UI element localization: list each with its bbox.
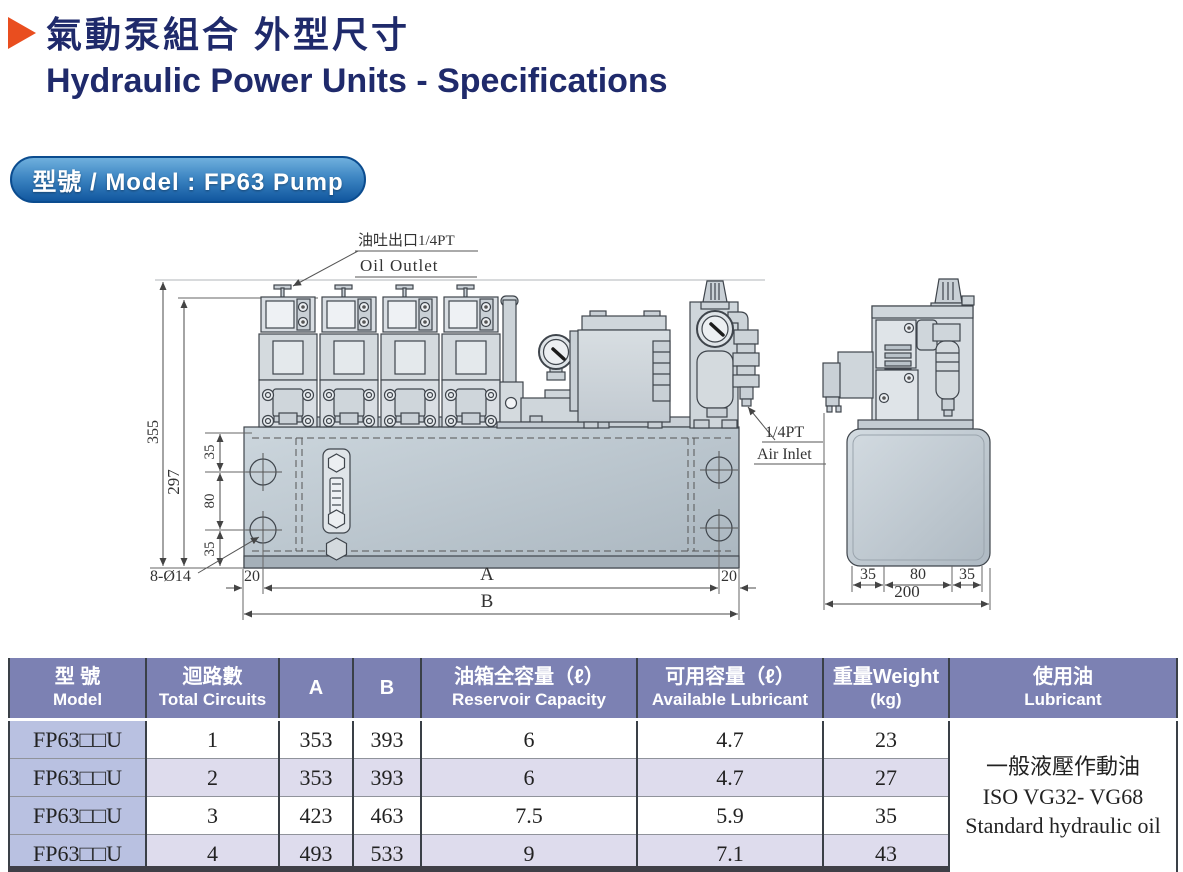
dim-B: B [481, 591, 494, 612]
dim-297: 297 [164, 469, 183, 495]
table-header-row: 型 號 Model 迴路數 Total Circuits A B 油箱全容量（ℓ… [8, 658, 1178, 721]
dim-200: 200 [894, 582, 920, 601]
air-inlet-callout: 1/4PT Air Inlet [747, 406, 826, 465]
cell-a: 423 [278, 796, 354, 835]
dim-A: A [480, 564, 494, 585]
dim-35-bottom: 35 [202, 542, 218, 557]
cell-b: 463 [352, 796, 422, 835]
model-badge: 型號 / Model : FP63 Pump [10, 156, 366, 203]
front-width-dims: 20 A 20 B [226, 541, 756, 620]
air-inlet-label-en: Air Inlet [757, 446, 812, 463]
dim-side-35-left: 35 [860, 566, 876, 583]
cell-a: 353 [278, 719, 354, 759]
cell-a: 493 [278, 834, 354, 872]
section-arrow-icon [8, 17, 36, 49]
cell-circuits: 3 [145, 796, 280, 835]
cell-circuits: 4 [145, 834, 280, 872]
dimension-drawing: 油吐出口1/4PT Oil Outlet 1/4PT Air Inlet 355… [145, 232, 991, 620]
oil-outlet-label-en: Oil Outlet [360, 256, 438, 275]
manifold-and-gauge [496, 295, 610, 429]
air-inlet-label-size: 1/4PT [765, 424, 804, 441]
table-row: FP63□□U 4 493 533 9 7.1 43 [8, 834, 1177, 872]
cell-reservoir: 6 [420, 719, 638, 759]
cell-reservoir: 6 [420, 758, 638, 797]
air-filter-regulator [689, 280, 760, 429]
holes-label: 8-Ø14 [150, 568, 191, 585]
cell-reservoir: 9 [420, 834, 638, 872]
table-bottom-border [8, 866, 948, 872]
cell-reservoir: 7.5 [420, 796, 638, 835]
reservoir-tank-side [846, 428, 991, 567]
dim-20-right: 20 [721, 568, 737, 585]
cell-weight: 43 [822, 834, 950, 872]
cell-available: 5.9 [636, 796, 824, 835]
table-row: FP63□□U 3 423 463 7.5 5.9 35 [8, 796, 1177, 835]
cell-model: FP63□□U [8, 758, 147, 797]
front-height-dims: 355 297 35 80 35 [145, 282, 252, 566]
cell-weight: 23 [822, 719, 950, 759]
oil-outlet-callout: 油吐出口1/4PT Oil Outlet [292, 232, 478, 287]
motor [569, 310, 671, 429]
col-header-reservoir: 油箱全容量（ℓ） Reservoir Capacity [420, 658, 638, 721]
col-header-circuits: 迴路數 Total Circuits [145, 658, 280, 721]
dim-80: 80 [202, 494, 218, 509]
oil-outlet-label-cn: 油吐出口1/4PT [358, 232, 455, 249]
side-body [822, 278, 975, 430]
col-header-available: 可用容量（ℓ） Available Lubricant [636, 658, 824, 721]
cell-b: 393 [352, 758, 422, 797]
dim-side-35-right: 35 [959, 566, 975, 583]
page-title-cn: 氣動泵組合 外型尺寸 [46, 14, 411, 55]
cell-weight: 35 [822, 796, 950, 835]
col-header-a: A [278, 658, 354, 721]
table-row: FP63□□U 1 353 393 6 4.7 23 一般液壓作動油 ISO V… [8, 719, 1178, 872]
reservoir-tank-front [243, 406, 740, 569]
cell-model: FP63□□U [8, 834, 147, 872]
col-header-weight: 重量Weight (kg) [822, 658, 950, 721]
col-header-b: B [352, 658, 422, 721]
cell-circuits: 2 [145, 758, 280, 797]
model-badge-label: 型號 / Model : FP63 Pump [32, 169, 344, 196]
spec-table: 型 號 Model 迴路數 Total Circuits A B 油箱全容量（ℓ… [8, 658, 1178, 872]
cell-available: 7.1 [636, 834, 824, 872]
cell-circuits: 1 [145, 719, 280, 759]
dim-side-80: 80 [910, 566, 926, 583]
dim-20-left: 20 [244, 568, 260, 585]
dim-355: 355 [145, 420, 162, 444]
side-view: 35 80 35 200 [822, 278, 991, 610]
cell-weight: 27 [822, 758, 950, 797]
cell-available: 4.7 [636, 758, 824, 797]
col-header-model: 型 號 Model [8, 658, 147, 721]
cell-a: 353 [278, 758, 354, 797]
cell-model: FP63□□U [8, 796, 147, 835]
front-view: 油吐出口1/4PT Oil Outlet 1/4PT Air Inlet 355… [145, 232, 826, 620]
page-title-en: Hydraulic Power Units - Specifications [46, 62, 668, 100]
dim-35-top: 35 [202, 445, 218, 460]
side-width-dims: 35 80 35 200 [823, 413, 991, 610]
cell-lubricant: 一般液壓作動油 ISO VG32- VG68 Standard hydrauli… [948, 719, 1178, 872]
oil-level-gauge [322, 448, 351, 561]
holes-callout: 8-Ø14 [150, 536, 260, 585]
cell-available: 4.7 [636, 719, 824, 759]
cell-model: FP63□□U [8, 719, 147, 759]
pump-modules [258, 284, 501, 428]
col-header-lubricant: 使用油 Lubricant [948, 658, 1178, 721]
cell-b: 393 [352, 719, 422, 759]
